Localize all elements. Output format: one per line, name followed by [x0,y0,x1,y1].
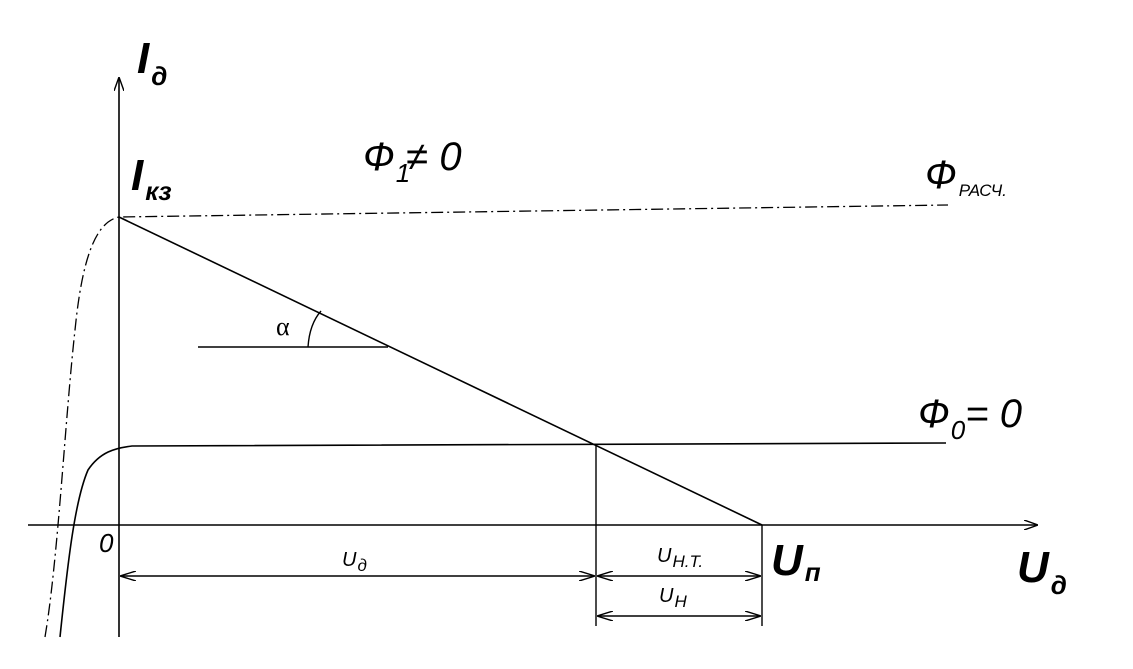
x-axis-label: Uд [1017,543,1067,600]
y-axis-label: Iд [137,34,167,91]
angle-alpha-label: α [276,312,290,341]
u-n-dimension-label: UН [659,585,687,611]
calc-flux-curve [44,204,949,638]
u-d-dimension-label: Uд [342,549,367,575]
zero-flux-curve [59,442,947,638]
flux-one-label: Ф1≠ 0 [363,135,462,188]
load-line [118,216,763,526]
angle-arc [307,310,322,348]
u-nt-dimension-label: UН.Т. [657,545,703,571]
origin-label: 0 [99,528,114,558]
flux-zero-label: Ф0= 0 [918,392,1022,445]
short-circuit-label: Iкз [131,151,172,206]
supply-voltage-label: Uп [771,536,821,587]
